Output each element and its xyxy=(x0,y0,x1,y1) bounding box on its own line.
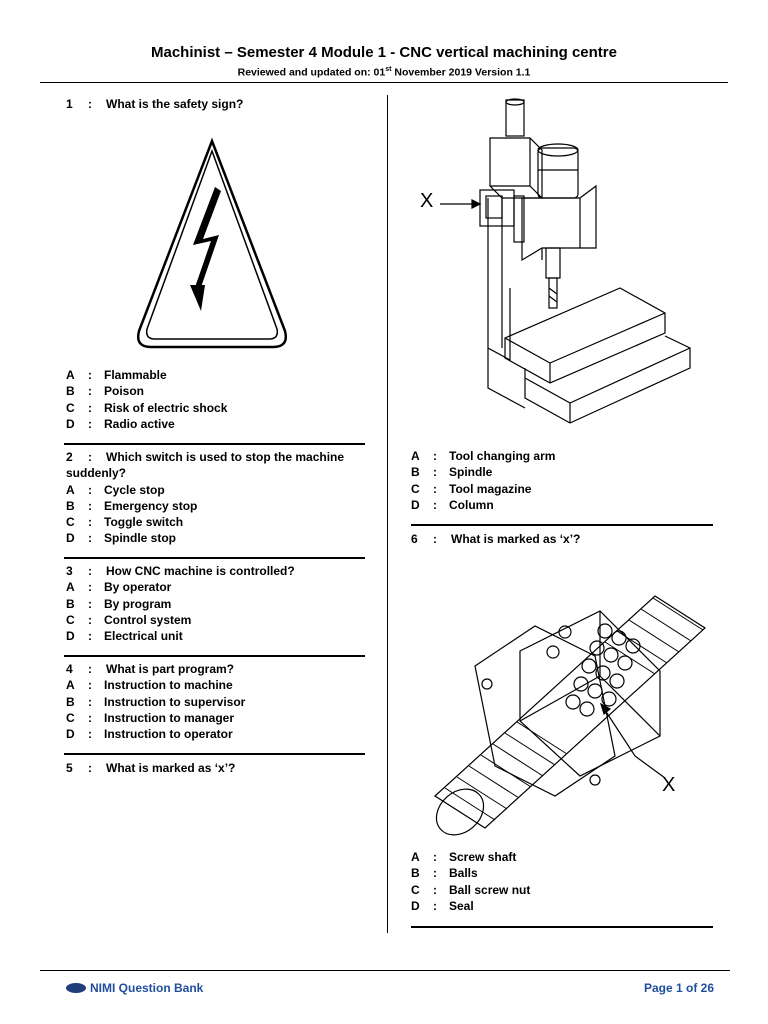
column-divider xyxy=(387,95,388,933)
page-number: Page 1 of 26 xyxy=(643,981,714,995)
page-title: Machinist – Semester 4 Module 1 - CNC ve… xyxy=(151,44,617,61)
page-subtitle: Reviewed and updated on: 01st November 2… xyxy=(237,66,531,79)
option-d[interactable]: D:Column xyxy=(411,497,494,512)
option-a[interactable]: A:By operator xyxy=(66,580,172,595)
option-a[interactable]: A:Screw shaft xyxy=(411,850,517,864)
question-text: What is the safety sign? xyxy=(106,97,244,111)
question-4: 4:What is part program? A:Instruction to… xyxy=(66,661,366,742)
option-b[interactable]: B:Spindle xyxy=(411,465,493,480)
question-text: What is part program? xyxy=(106,662,235,676)
option-c[interactable]: C:Ball screw nut xyxy=(411,882,531,897)
question-rule xyxy=(411,524,713,526)
ballscrew-marker-x: X xyxy=(662,774,676,796)
option-c[interactable]: C:Instruction to manager xyxy=(66,710,235,725)
option-c[interactable]: C:Tool magazine xyxy=(411,481,532,496)
question-3: 3:How CNC machine is controlled? A:By op… xyxy=(66,563,366,644)
option-c[interactable]: C:Toggle switch xyxy=(66,515,184,530)
option-d[interactable]: D:Seal xyxy=(411,898,474,913)
option-b[interactable]: B:Balls xyxy=(411,866,478,881)
vertical-machining-centre-figure xyxy=(440,98,691,424)
options-q6: A:Screw shaft B:Balls C:Ball screw nut D… xyxy=(411,849,711,914)
options-q5: A:Tool changing arm B:Spindle C:Tool mag… xyxy=(411,448,711,513)
question-2: 2:Which switch is used to stop the machi… xyxy=(66,449,364,547)
question-text: How CNC machine is controlled? xyxy=(106,564,295,578)
question-5: 5:What is marked as ‘x’? xyxy=(66,761,236,775)
option-b[interactable]: B:Instruction to supervisor xyxy=(66,694,246,709)
question-text: What is marked as ‘x’? xyxy=(451,532,581,546)
ball-screw-figure xyxy=(434,595,706,836)
question-rule xyxy=(64,557,365,559)
question-rule xyxy=(64,443,365,445)
nimi-logo-icon xyxy=(66,983,86,993)
option-b[interactable]: B:Poison xyxy=(66,384,145,399)
question-text: What is marked as ‘x’? xyxy=(106,761,236,775)
option-d[interactable]: D:Radio active xyxy=(66,416,175,431)
footer-brand: NIMI Question Bank xyxy=(66,981,203,995)
options-q1: A:Flammable B:Poison C:Risk of electric … xyxy=(66,367,366,432)
machine-marker-x: X xyxy=(420,190,434,212)
option-d[interactable]: D:Instruction to operator xyxy=(66,727,233,742)
question-rule xyxy=(64,753,365,755)
question-rule xyxy=(411,926,713,928)
question-rule xyxy=(64,655,365,657)
option-d[interactable]: D:Spindle stop xyxy=(66,531,176,546)
electric-shock-sign xyxy=(137,137,287,349)
question-1: 1:What is the safety sign? xyxy=(66,97,244,111)
option-a[interactable]: A:Tool changing arm xyxy=(411,449,556,463)
option-c[interactable]: C:Risk of electric shock xyxy=(66,400,228,415)
footer-rule xyxy=(40,970,730,971)
question-text: 2:Which switch is used to stop the machi… xyxy=(66,450,345,481)
option-d[interactable]: D:Electrical unit xyxy=(66,629,183,644)
question-6: 6:What is marked as ‘x’? xyxy=(411,532,581,546)
option-c[interactable]: C:Control system xyxy=(66,612,192,627)
option-b[interactable]: B:By program xyxy=(66,596,172,611)
option-a[interactable]: A:Cycle stop xyxy=(66,482,165,497)
option-a[interactable]: A:Instruction to machine xyxy=(66,678,233,693)
option-a[interactable]: A:Flammable xyxy=(66,368,167,382)
header-rule xyxy=(40,82,728,83)
option-b[interactable]: B:Emergency stop xyxy=(66,498,198,513)
